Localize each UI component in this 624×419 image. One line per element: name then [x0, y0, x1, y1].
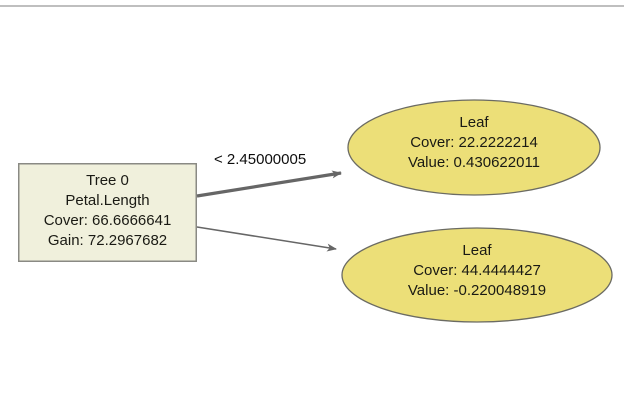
node-root-rect[interactable]	[18, 163, 197, 262]
top-divider-rule	[0, 5, 624, 7]
edge-root-to-leaf-top[interactable]	[196, 170, 342, 198]
node-leaf-bottom-ellipse[interactable]	[341, 227, 613, 323]
edge-root-to-leaf-bottom[interactable]	[196, 226, 337, 252]
node-leaf-top-ellipse[interactable]	[347, 99, 601, 196]
edge-split-condition-label: < 2.45000005	[212, 150, 309, 169]
